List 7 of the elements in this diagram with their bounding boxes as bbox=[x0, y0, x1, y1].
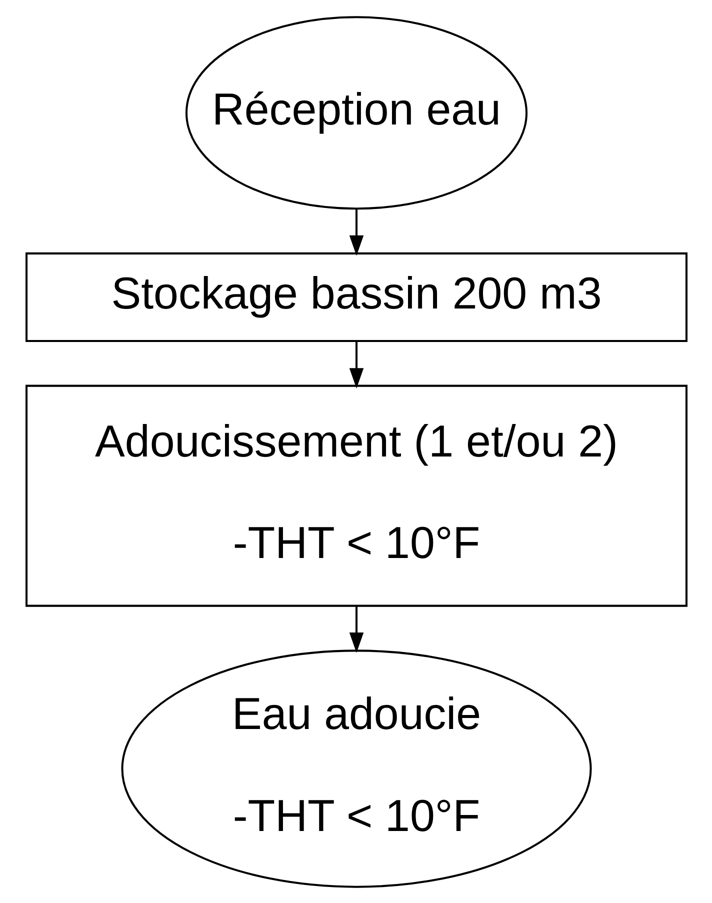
arrow bbox=[348, 208, 364, 256]
node-ellipse: Eau adoucie -THT < 10°F bbox=[120, 649, 592, 888]
node-ellipse: Réception eau bbox=[184, 16, 528, 210]
arrow bbox=[348, 340, 364, 388]
node-box: Adoucissement (1 et/ou 2) -THT < 10°F bbox=[25, 384, 687, 606]
node-box: Stockage bassin 200 m3 bbox=[25, 252, 687, 342]
arrow bbox=[348, 606, 364, 652]
